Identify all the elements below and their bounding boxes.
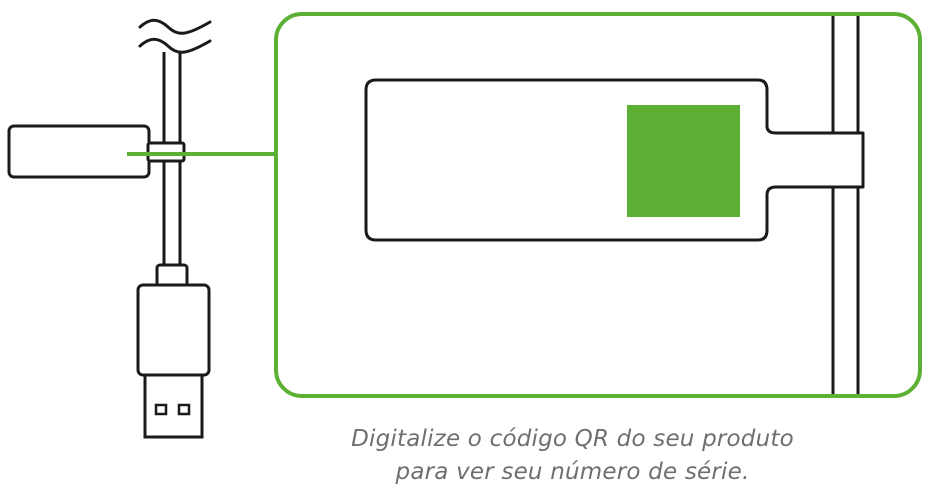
zoomed-cable: [831, 16, 860, 394]
usb-connector-icon: [136, 263, 211, 439]
caption-line-1: Digitalize o código QR do seu produto: [351, 426, 794, 452]
caption-line-2: para ver seu número de série.: [395, 459, 750, 485]
break-mark-icon: [138, 18, 212, 54]
cable-tag-icon: [7, 124, 186, 179]
qr-code-square-icon: [627, 105, 740, 217]
zoomed-cable-tag: [364, 78, 865, 242]
